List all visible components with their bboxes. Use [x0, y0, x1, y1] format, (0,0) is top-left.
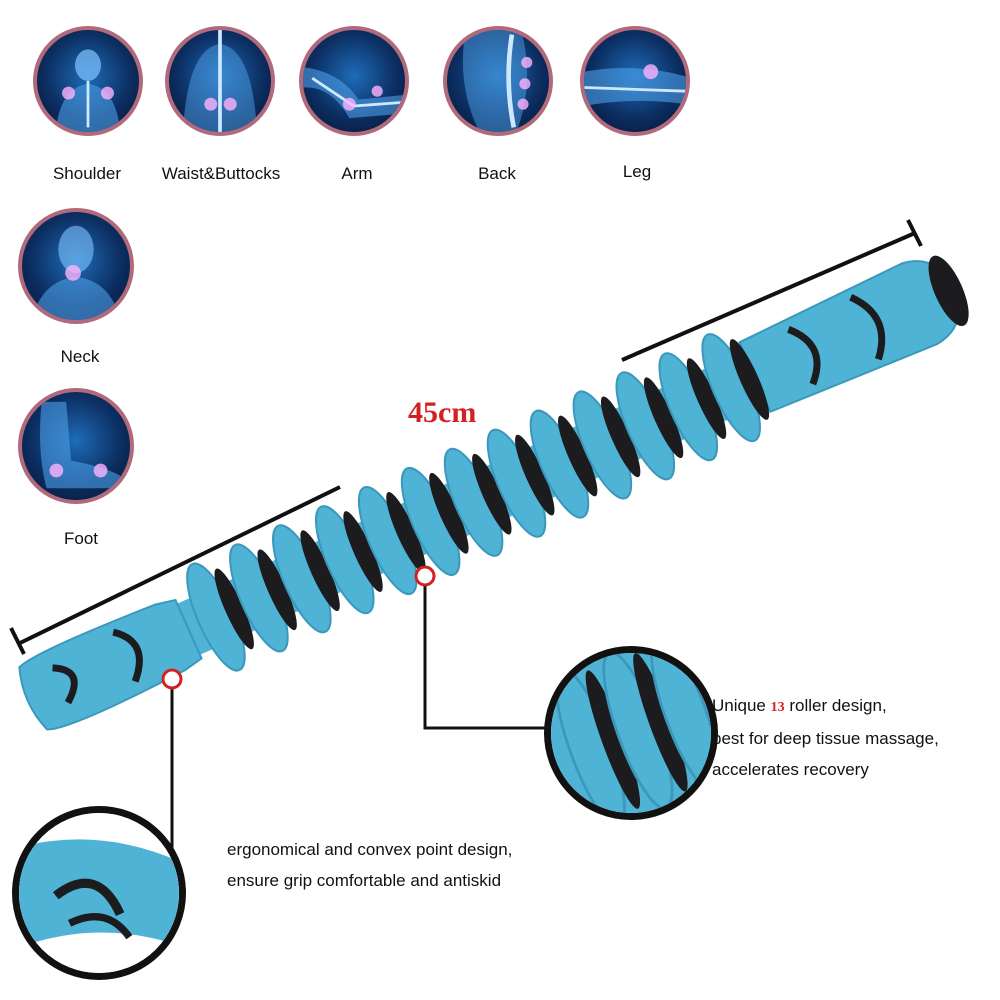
shoulder-image [33, 26, 143, 136]
roller-description-line2: best for deep tissue massage, [712, 729, 939, 748]
roller-zoom-circle [544, 646, 718, 820]
region-label-neck: Neck [60, 347, 100, 366]
roller-callout-leader [414, 565, 548, 730]
dimension-line-left [9, 485, 341, 655]
roller-description-line3: accelerates recovery [712, 760, 869, 779]
grip-description: ergonomical and convex point design, ens… [227, 834, 512, 896]
region-label-back: Back [478, 164, 516, 183]
region-label-arm: Arm [341, 164, 373, 183]
roller-set [186, 333, 770, 672]
roller-description-line1: Unique 13 roller design, [712, 696, 887, 715]
region-label-waist-buttocks: Waist&Buttocks [161, 164, 281, 183]
grip-description-line2: ensure grip comfortable and antiskid [227, 871, 502, 890]
neck-image [18, 208, 134, 324]
grip-zoom-circle [12, 806, 186, 980]
foot-image [18, 388, 134, 504]
roller-description: Unique 13 roller design, best for deep t… [712, 690, 939, 785]
grip-description-line1: ergonomical and convex point design, [227, 840, 513, 859]
dimension-line-right [621, 219, 923, 362]
region-label-leg: Leg [622, 162, 652, 181]
roller-count: 13 [770, 700, 785, 715]
region-label-shoulder: Shoulder [52, 164, 122, 183]
left-handle [18, 598, 203, 731]
massage-stick [18, 255, 969, 731]
back-image [443, 26, 553, 136]
region-label-foot: Foot [63, 529, 99, 548]
arm-image [299, 26, 409, 136]
waist-buttocks-image [165, 26, 275, 136]
leg-image [580, 26, 690, 136]
length-label: 45cm [408, 396, 477, 429]
